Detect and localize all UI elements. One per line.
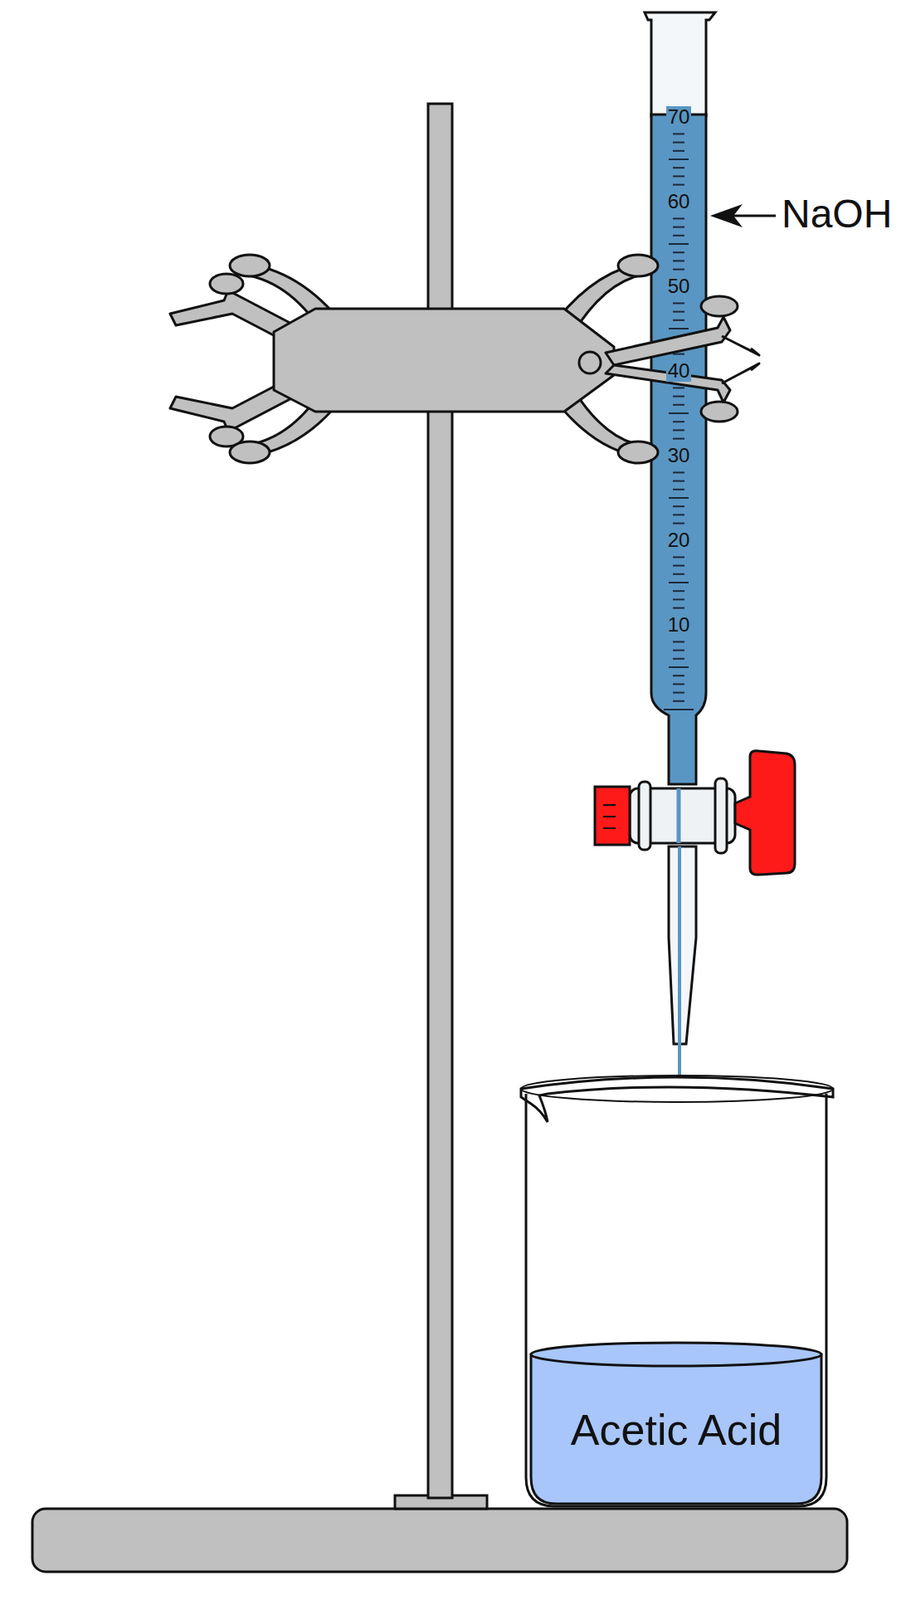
tick-mark bbox=[672, 141, 685, 144]
tick-mark bbox=[672, 175, 685, 177]
tick-mark bbox=[672, 700, 685, 702]
tick-mark bbox=[672, 513, 685, 516]
tick-mark bbox=[672, 640, 685, 643]
tip-liquid bbox=[677, 846, 682, 1077]
tick-mark bbox=[672, 259, 685, 262]
tick-mark bbox=[672, 488, 685, 491]
tick-mark bbox=[672, 649, 685, 652]
clamp bbox=[170, 254, 760, 463]
tick-mark bbox=[672, 555, 685, 558]
scale-number: 10 bbox=[666, 613, 692, 636]
tick-mark bbox=[672, 150, 685, 152]
burette-ticks bbox=[663, 108, 694, 710]
beaker-contents: Acetic Acid bbox=[532, 1367, 820, 1492]
tick-mark bbox=[672, 166, 685, 169]
tick-mark bbox=[672, 657, 685, 660]
tick-mark bbox=[672, 386, 685, 389]
scale-number: 60 bbox=[666, 190, 692, 213]
beaker-glass bbox=[526, 1093, 827, 1506]
tick-mark bbox=[672, 522, 685, 525]
burette-top bbox=[644, 12, 716, 117]
beaker-mouth bbox=[521, 1075, 833, 1102]
tick-mark bbox=[672, 251, 685, 254]
tick-mark bbox=[672, 589, 685, 592]
tick-mark bbox=[672, 471, 685, 473]
tick-mark bbox=[672, 395, 685, 398]
tick-mark bbox=[668, 666, 689, 668]
tick-mark bbox=[668, 581, 689, 584]
scale-number: 20 bbox=[666, 529, 692, 551]
tick-mark bbox=[672, 674, 685, 677]
burette-liquid bbox=[651, 114, 707, 785]
tick-mark bbox=[672, 132, 685, 135]
tick-mark bbox=[672, 217, 685, 220]
tick-mark bbox=[668, 496, 689, 499]
tick-mark bbox=[672, 311, 685, 313]
tick-mark bbox=[672, 404, 685, 406]
tick-mark bbox=[672, 428, 685, 431]
tick-mark bbox=[672, 691, 685, 694]
tick-mark bbox=[668, 327, 689, 330]
tick-mark bbox=[663, 708, 694, 711]
scale-number: 30 bbox=[666, 444, 692, 467]
tick-mark bbox=[672, 682, 685, 685]
scale-number: 50 bbox=[666, 275, 692, 298]
tick-mark bbox=[672, 268, 685, 271]
tick-mark bbox=[672, 480, 685, 483]
liquid-surface bbox=[530, 1342, 822, 1366]
tick-mark bbox=[672, 505, 685, 507]
tick-mark bbox=[672, 234, 685, 237]
tick-mark bbox=[672, 302, 685, 304]
tick-mark bbox=[672, 184, 685, 186]
tick-mark bbox=[672, 420, 685, 423]
tick-mark bbox=[668, 158, 689, 161]
tick-mark bbox=[672, 226, 685, 229]
tick-mark bbox=[672, 353, 685, 356]
leader-arrowhead bbox=[710, 204, 743, 228]
stand-base bbox=[32, 1508, 848, 1572]
tick-mark bbox=[672, 319, 685, 322]
beaker-label: Acetic Acid bbox=[570, 1404, 782, 1455]
beaker-rim bbox=[521, 1076, 833, 1122]
tick-mark bbox=[672, 573, 685, 575]
tick-mark bbox=[672, 565, 685, 567]
tick-mark bbox=[668, 243, 689, 245]
reagent-label: NaOH bbox=[781, 194, 892, 234]
tick-mark bbox=[672, 438, 685, 440]
scale-number: 70 bbox=[666, 106, 692, 128]
tick-mark bbox=[672, 607, 685, 609]
beaker-liquid bbox=[530, 1343, 822, 1505]
scale-number: 40 bbox=[666, 360, 692, 382]
tick-mark bbox=[668, 412, 689, 415]
tick-mark bbox=[672, 598, 685, 600]
burette-tip bbox=[668, 846, 697, 1044]
